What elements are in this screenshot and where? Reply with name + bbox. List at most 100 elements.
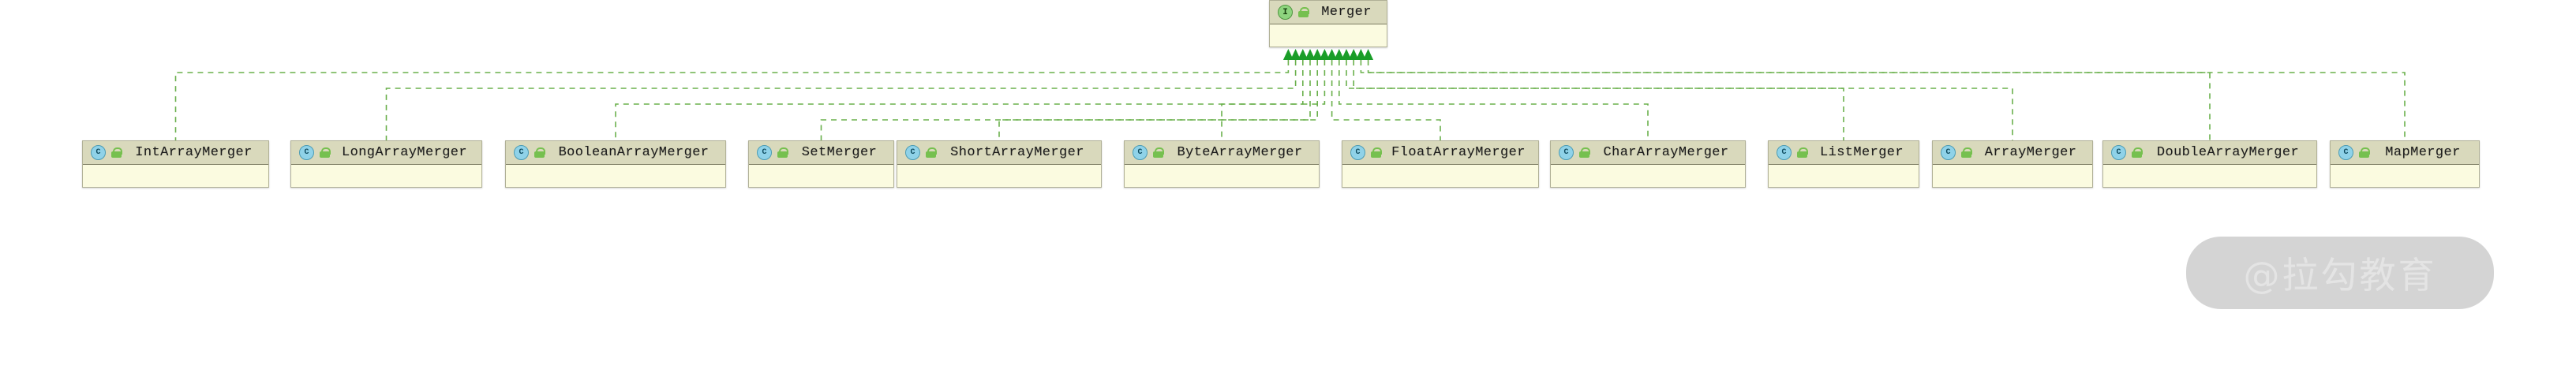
uml-node-header: C FloatArrayMerger — [1342, 141, 1538, 165]
lock-icon — [1153, 147, 1164, 158]
uml-node-header: C ListMerger — [1769, 141, 1919, 165]
lock-icon — [534, 147, 545, 158]
inheritance-arrowhead — [1348, 49, 1359, 60]
class-icon: C — [299, 145, 314, 160]
class-icon: C — [1941, 145, 1956, 160]
inheritance-connector — [1339, 60, 1649, 140]
uml-node-merger[interactable]: I Merger — [1269, 0, 1387, 47]
uml-node-name: LongArrayMerger — [341, 145, 468, 160]
uml-node-booleanarraymerger[interactable]: C BooleanArrayMerger — [505, 140, 726, 188]
lock-icon — [1371, 147, 1382, 158]
inheritance-connector — [998, 60, 1318, 140]
uml-node-body — [1270, 24, 1387, 47]
uml-node-bytearraymerger[interactable]: C ByteArrayMerger — [1124, 140, 1320, 188]
uml-node-header: C MapMerger — [2331, 141, 2479, 165]
uml-node-body — [2331, 165, 2479, 187]
class-icon: C — [91, 145, 106, 160]
lock-icon — [1579, 147, 1590, 158]
interface-icon: I — [1278, 5, 1293, 20]
class-icon: C — [757, 145, 772, 160]
uml-node-name: IntArrayMerger — [135, 145, 253, 160]
uml-node-body — [506, 165, 725, 187]
uml-node-header: C LongArrayMerger — [291, 141, 481, 165]
uml-node-body — [897, 165, 1101, 187]
uml-node-mapmerger[interactable]: C MapMerger — [2330, 140, 2480, 188]
uml-node-listmerger[interactable]: C ListMerger — [1768, 140, 1919, 188]
uml-node-name: ByteArrayMerger — [1177, 145, 1303, 160]
uml-node-body — [1125, 165, 1319, 187]
uml-node-name: ShortArrayMerger — [950, 145, 1084, 160]
uml-node-name: FloatArrayMerger — [1391, 145, 1526, 160]
inheritance-connector — [174, 60, 1290, 140]
uml-node-header: C SetMerger — [749, 141, 893, 165]
inheritance-arrowhead — [1334, 49, 1345, 60]
class-icon: C — [1777, 145, 1792, 160]
uml-node-longarraymerger[interactable]: C LongArrayMerger — [290, 140, 482, 188]
lock-icon — [320, 147, 331, 158]
uml-node-name: DoubleArrayMerger — [2156, 145, 2300, 160]
uml-node-name: MapMerger — [2385, 145, 2461, 160]
uml-node-chararraymerger[interactable]: C CharArrayMerger — [1550, 140, 1746, 188]
inheritance-arrowhead — [1305, 49, 1316, 60]
uml-node-intarraymerger[interactable]: C IntArrayMerger — [82, 140, 269, 188]
uml-node-doublearraymerger[interactable]: C DoubleArrayMerger — [2102, 140, 2317, 188]
inheritance-arrowhead — [1363, 49, 1374, 60]
lock-icon — [1797, 147, 1808, 158]
watermark-text: @拉勾教育 — [2243, 254, 2437, 297]
inheritance-connector — [1360, 60, 2211, 140]
lock-icon — [2132, 147, 2143, 158]
watermark: @拉勾教育 — [2186, 237, 2494, 309]
uml-node-header: C BooleanArrayMerger — [506, 141, 725, 165]
class-icon: C — [905, 145, 920, 160]
class-icon: C — [1133, 145, 1148, 160]
uml-node-setmerger[interactable]: C SetMerger — [748, 140, 894, 188]
inheritance-connector — [1353, 60, 2013, 140]
inheritance-arrowhead — [1312, 49, 1323, 60]
class-icon: C — [2338, 145, 2353, 160]
uml-node-header: C ArrayMerger — [1933, 141, 2092, 165]
uml-node-header: I Merger — [1270, 1, 1387, 24]
inheritance-connector — [820, 60, 1311, 140]
inheritance-connector — [1346, 60, 1844, 140]
inheritance-arrowhead — [1319, 49, 1330, 60]
inheritance-connector — [1367, 60, 2406, 140]
uml-node-body — [1933, 165, 2092, 187]
uml-node-body — [291, 165, 481, 187]
inheritance-arrowhead — [1282, 49, 1294, 60]
uml-node-body — [1342, 165, 1538, 187]
uml-node-body — [1551, 165, 1745, 187]
uml-node-header: C CharArrayMerger — [1551, 141, 1745, 165]
class-icon: C — [1559, 145, 1574, 160]
uml-node-name: ListMerger — [1819, 145, 1904, 160]
uml-node-name: SetMerger — [801, 145, 878, 160]
inheritance-arrowhead — [1355, 49, 1366, 60]
uml-node-arraymerger[interactable]: C ArrayMerger — [1932, 140, 2093, 188]
inheritance-arrowhead — [1341, 49, 1352, 60]
inheritance-connector — [385, 60, 1297, 140]
uml-node-name: CharArrayMerger — [1603, 145, 1729, 160]
uml-node-body — [83, 165, 268, 187]
inheritance-arrowhead — [1297, 49, 1309, 60]
class-icon: C — [1350, 145, 1365, 160]
uml-node-body — [2103, 165, 2316, 187]
uml-node-body — [749, 165, 893, 187]
uml-node-header: C ShortArrayMerger — [897, 141, 1101, 165]
uml-node-floatarraymerger[interactable]: C FloatArrayMerger — [1342, 140, 1539, 188]
lock-icon — [1298, 7, 1309, 17]
lock-icon — [1961, 147, 1972, 158]
class-icon: C — [2111, 145, 2126, 160]
uml-node-header: C IntArrayMerger — [83, 141, 268, 165]
uml-node-name: Merger — [1321, 5, 1372, 20]
inheritance-connector — [615, 60, 1304, 140]
inheritance-arrowhead — [1327, 49, 1338, 60]
uml-node-name: BooleanArrayMerger — [558, 145, 710, 160]
lock-icon — [777, 147, 788, 158]
uml-node-header: C DoubleArrayMerger — [2103, 141, 2316, 165]
lock-icon — [2359, 147, 2370, 158]
uml-node-name: ArrayMerger — [1984, 145, 2077, 160]
class-icon: C — [514, 145, 529, 160]
uml-node-shortarraymerger[interactable]: C ShortArrayMerger — [897, 140, 1102, 188]
lock-icon — [926, 147, 937, 158]
uml-node-header: C ByteArrayMerger — [1125, 141, 1319, 165]
